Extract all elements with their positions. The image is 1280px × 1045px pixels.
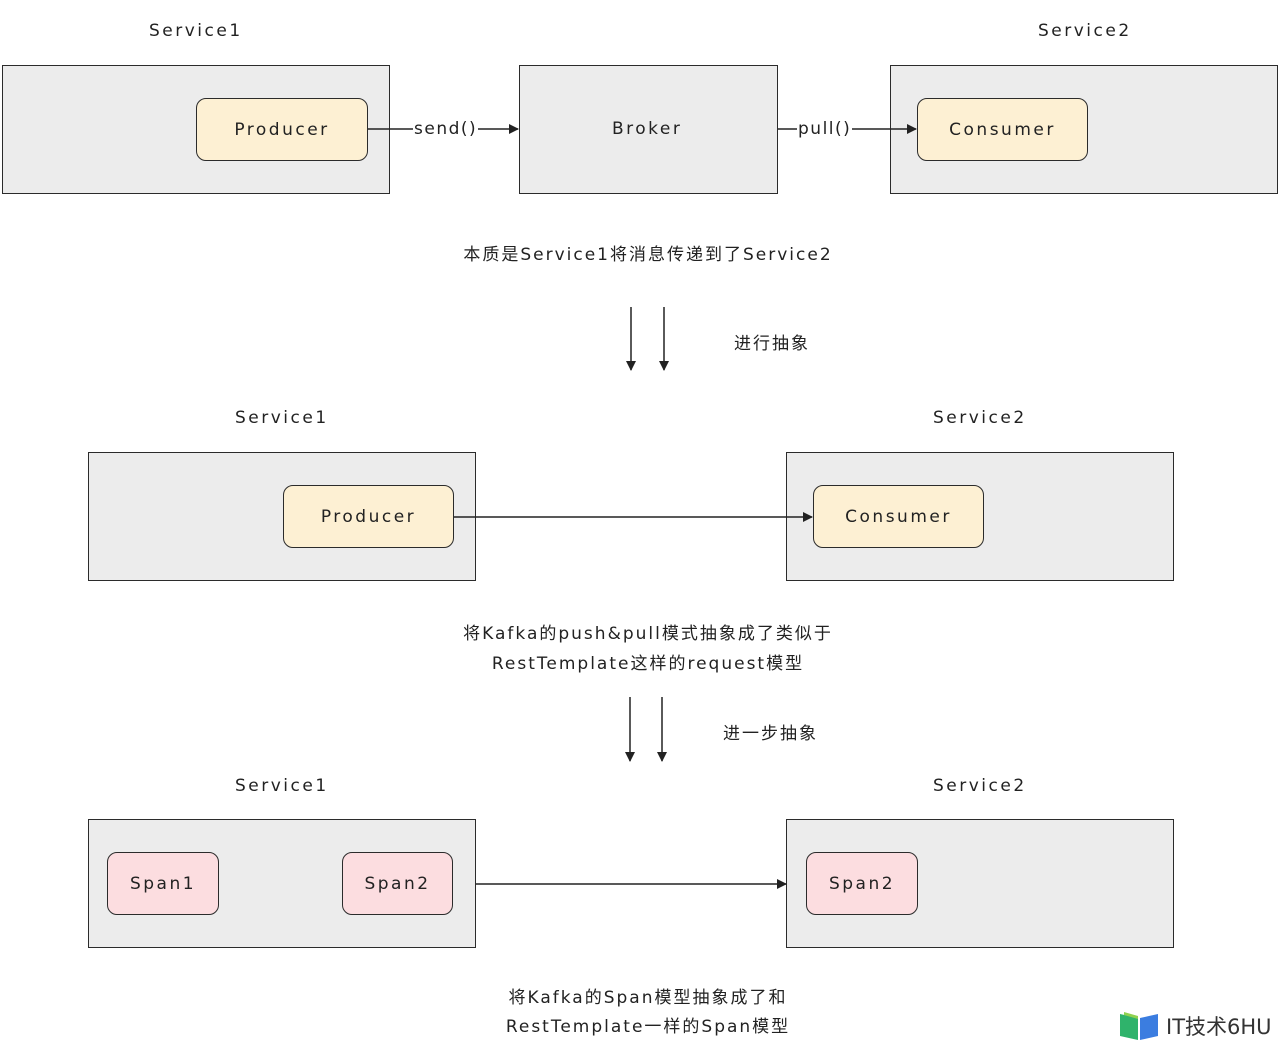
- caption-section2-line1: 将Kafka的push&pull模式抽象成了类似于: [463, 624, 833, 644]
- book-logo-icon: [1120, 1012, 1158, 1040]
- caption-section2-line2: RestTemplate这样的request模型: [491, 654, 805, 674]
- caption-section3-line2: RestTemplate一样的Span模型: [505, 1017, 791, 1037]
- span2-node: Span2: [342, 852, 453, 915]
- caption-section3-line1: 将Kafka的Span模型抽象成了和: [508, 988, 788, 1008]
- watermark: IT技术6HU: [1118, 1009, 1272, 1043]
- producer-node: Producer: [283, 485, 454, 548]
- service2-container: [786, 819, 1174, 948]
- step2-label: 进一步抽象: [723, 724, 818, 744]
- service1-title: Service1: [235, 776, 329, 796]
- broker-label: Broker: [612, 119, 683, 139]
- pull-label: pull(): [797, 119, 853, 139]
- broker-container: [519, 65, 778, 194]
- service2-title: Service2: [1038, 21, 1132, 41]
- service1-title: Service1: [235, 408, 329, 428]
- span1-node: Span1: [107, 852, 219, 915]
- send-label: send(): [413, 119, 479, 139]
- consumer-node: Consumer: [813, 485, 984, 548]
- span2-node: Span2: [806, 852, 918, 915]
- service2-title: Service2: [933, 776, 1027, 796]
- service1-title: Service1: [149, 21, 243, 41]
- producer-node: Producer: [196, 98, 368, 161]
- consumer-node: Consumer: [917, 98, 1088, 161]
- step1-label: 进行抽象: [734, 334, 810, 354]
- service2-title: Service2: [933, 408, 1027, 428]
- caption-section1: 本质是Service1将消息传递到了Service2: [463, 245, 833, 265]
- watermark-text: IT技术6HU: [1166, 1015, 1272, 1039]
